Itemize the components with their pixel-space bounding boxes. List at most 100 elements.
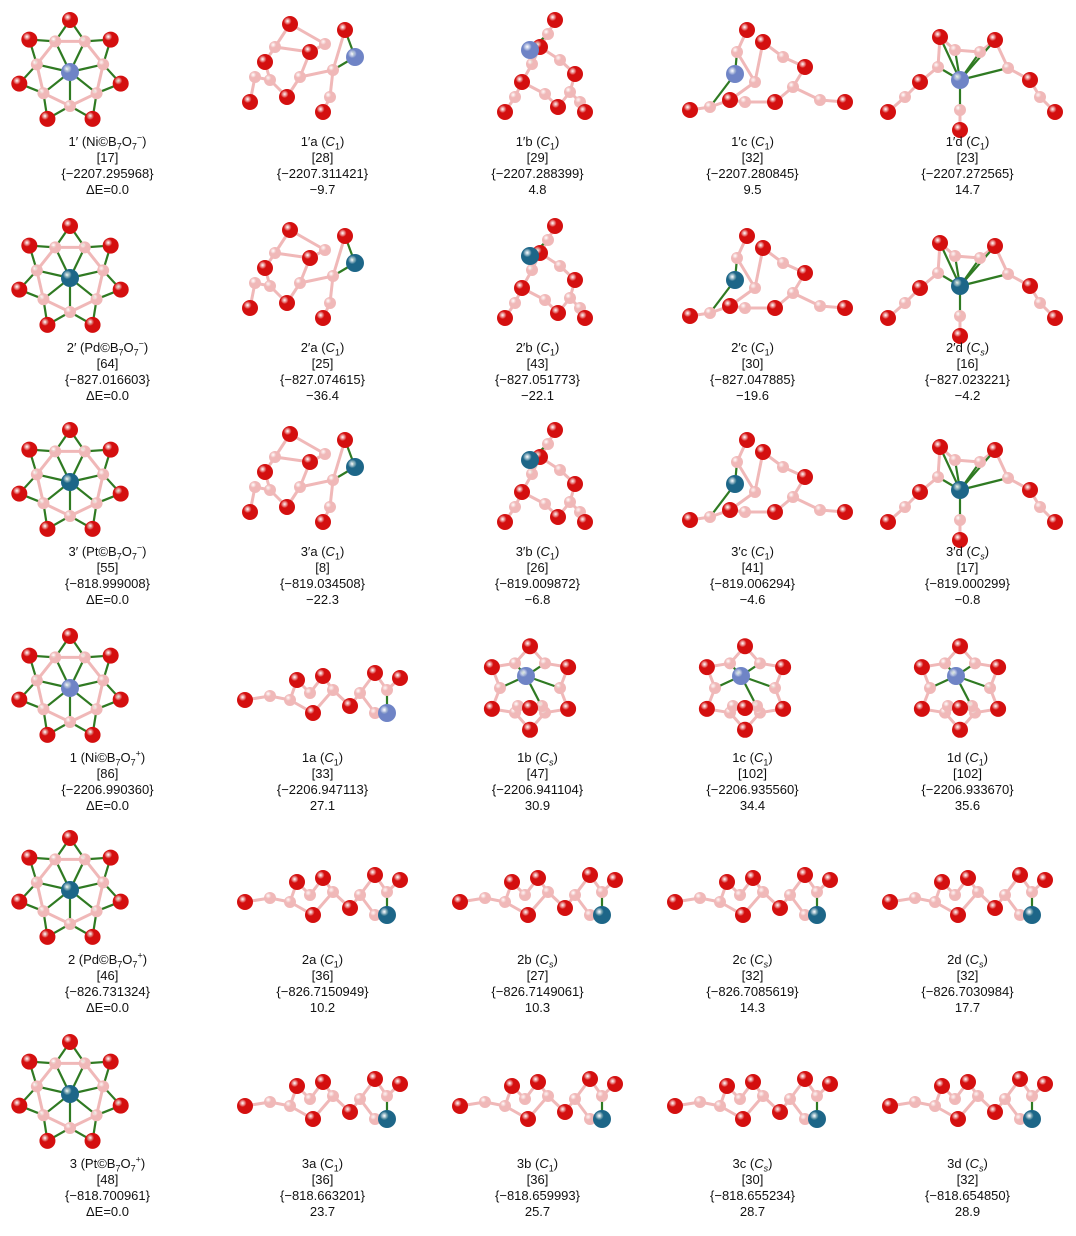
boron-atom — [354, 889, 366, 901]
molecule-structure — [11, 1034, 129, 1149]
metal-atom — [378, 1110, 396, 1128]
boron-atom — [909, 1096, 921, 1108]
boron-atom — [479, 1096, 491, 1108]
metal-atom — [521, 247, 539, 265]
oxygen-atom — [84, 1132, 101, 1149]
oxygen-atom — [39, 726, 56, 743]
isomer-caption: 2′b (C1)[43]{−827.051773}−22.1 — [430, 340, 645, 404]
metal-atom — [61, 679, 79, 697]
oxygen-atom — [84, 110, 101, 127]
boron-atom — [704, 511, 716, 523]
boron-atom — [90, 87, 103, 100]
oxygen-atom — [934, 1078, 950, 1094]
boron-atom — [954, 104, 966, 116]
boron-atom — [37, 293, 50, 306]
boron-atom — [30, 876, 43, 889]
boron-atom — [939, 657, 951, 670]
oxygen-atom — [242, 300, 258, 316]
oxygen-atom — [797, 469, 813, 485]
isomer-caption: 1d (C1)[102]{−2206.933670}35.6 — [860, 750, 1075, 814]
isomer-caption: 2′d (Cs)[16]{−827.023221}−4.2 — [860, 340, 1075, 404]
isomer-caption: 3′c (C1)[41]{−819.006294}−4.6 — [645, 544, 860, 608]
oxygen-atom — [547, 12, 563, 28]
boron-atom — [64, 510, 76, 522]
boron-atom — [542, 234, 554, 246]
molecule-structure — [882, 867, 1053, 924]
isomer-caption: 1′c (C1)[32]{−2207.280845}9.5 — [645, 134, 860, 198]
isomer-energy: {−2206.941104} — [491, 782, 584, 797]
metal-atom — [61, 473, 79, 491]
oxygen-atom — [21, 441, 38, 458]
oxygen-atom — [337, 22, 353, 38]
oxygen-atom — [775, 700, 792, 717]
boron-atom — [969, 657, 981, 670]
boron-atom — [564, 86, 576, 98]
boron-atom — [749, 486, 761, 498]
isomer-caption: 3 (Pt©B7O7+)[48]{−818.700961}ΔE=0.0 — [0, 1155, 215, 1220]
oxygen-atom — [567, 272, 583, 288]
oxygen-atom — [282, 16, 298, 32]
isomer-delta-e: −22.1 — [521, 388, 554, 403]
metal-atom — [61, 63, 79, 81]
metal-atom — [726, 65, 744, 83]
boron-atom — [319, 448, 331, 460]
boron-atom — [974, 252, 986, 264]
isomer-cell: 2′ (Pd©B7O7−)[64]{−827.016603}ΔE=0.0 — [0, 208, 215, 414]
oxygen-atom — [739, 228, 755, 244]
boron-atom — [1034, 297, 1046, 309]
isomer-label: 1c (C1) — [732, 750, 773, 768]
boron-atom — [354, 1093, 366, 1105]
isomer-delta-e: 27.1 — [309, 798, 336, 813]
boron-atom — [30, 674, 43, 687]
boron-atom — [1014, 909, 1026, 921]
isomer-delta-e: 4.8 — [528, 182, 547, 197]
isomer-caption: 2d (Cs)[32]{−826.7030984}17.7 — [860, 952, 1075, 1016]
boron-atom — [49, 445, 62, 458]
boron-atom — [1034, 501, 1046, 513]
boron-atom — [78, 35, 91, 48]
oxygen-atom — [282, 222, 298, 238]
molecule-structure — [880, 29, 1063, 138]
boron-atom — [554, 464, 566, 476]
boron-atom — [596, 886, 608, 898]
isomer-caption: 1 (Ni©B7O7+)[86]{−2206.990360}ΔE=0.0 — [0, 749, 215, 814]
oxygen-atom — [882, 1098, 898, 1114]
boron-atom — [1034, 91, 1046, 103]
boron-atom — [78, 445, 91, 458]
boron-atom — [519, 889, 531, 901]
isomer-energy: {−826.731324} — [65, 984, 150, 999]
boron-atom — [932, 471, 944, 483]
oxygen-atom — [1047, 104, 1063, 120]
boron-atom — [49, 241, 62, 254]
boron-atom — [542, 438, 554, 450]
oxygen-atom — [342, 698, 358, 714]
oxygen-atom — [302, 250, 318, 266]
isomer-delta-e: ΔE=0.0 — [85, 798, 130, 813]
isomer-delta-e: 9.5 — [743, 182, 762, 197]
oxygen-atom — [797, 265, 813, 281]
oxygen-atom — [987, 32, 1003, 48]
isomer-energy: {−819.000299} — [925, 576, 1010, 591]
isomer-energy: {−2206.933670} — [921, 782, 1014, 797]
boron-atom — [542, 1090, 554, 1102]
boron-atom — [929, 1100, 941, 1112]
isomer-caption: 1′d (C1)[23]{−2207.272565}14.7 — [860, 134, 1075, 198]
isomer-cell: 2 (Pd©B7O7+)[46]{−826.731324}ΔE=0.0 — [0, 820, 215, 1026]
oxygen-atom — [112, 281, 129, 298]
oxygen-atom — [102, 237, 119, 254]
metal-atom — [947, 667, 965, 685]
boron-atom — [284, 694, 296, 706]
isomer-delta-e: 23.7 — [309, 1204, 336, 1219]
isomer-label: 3a (C1) — [301, 1156, 344, 1174]
boron-atom — [264, 690, 276, 702]
oxygen-atom — [102, 647, 119, 664]
isomer-cell: 1 (Ni©B7O7+)[86]{−2206.990360}ΔE=0.0 — [0, 618, 215, 824]
boron-atom — [596, 1090, 608, 1102]
isomer-caption: 2a (C1)[36]{−826.7150949}10.2 — [215, 952, 430, 1016]
boron-atom — [304, 1093, 316, 1105]
isomer-delta-e: 10.2 — [309, 1000, 336, 1015]
oxygen-atom — [342, 1104, 358, 1120]
oxygen-atom — [21, 647, 38, 664]
isomer-label: 1′b (C1) — [515, 134, 560, 152]
isomer-delta-e: −9.7 — [309, 182, 336, 197]
